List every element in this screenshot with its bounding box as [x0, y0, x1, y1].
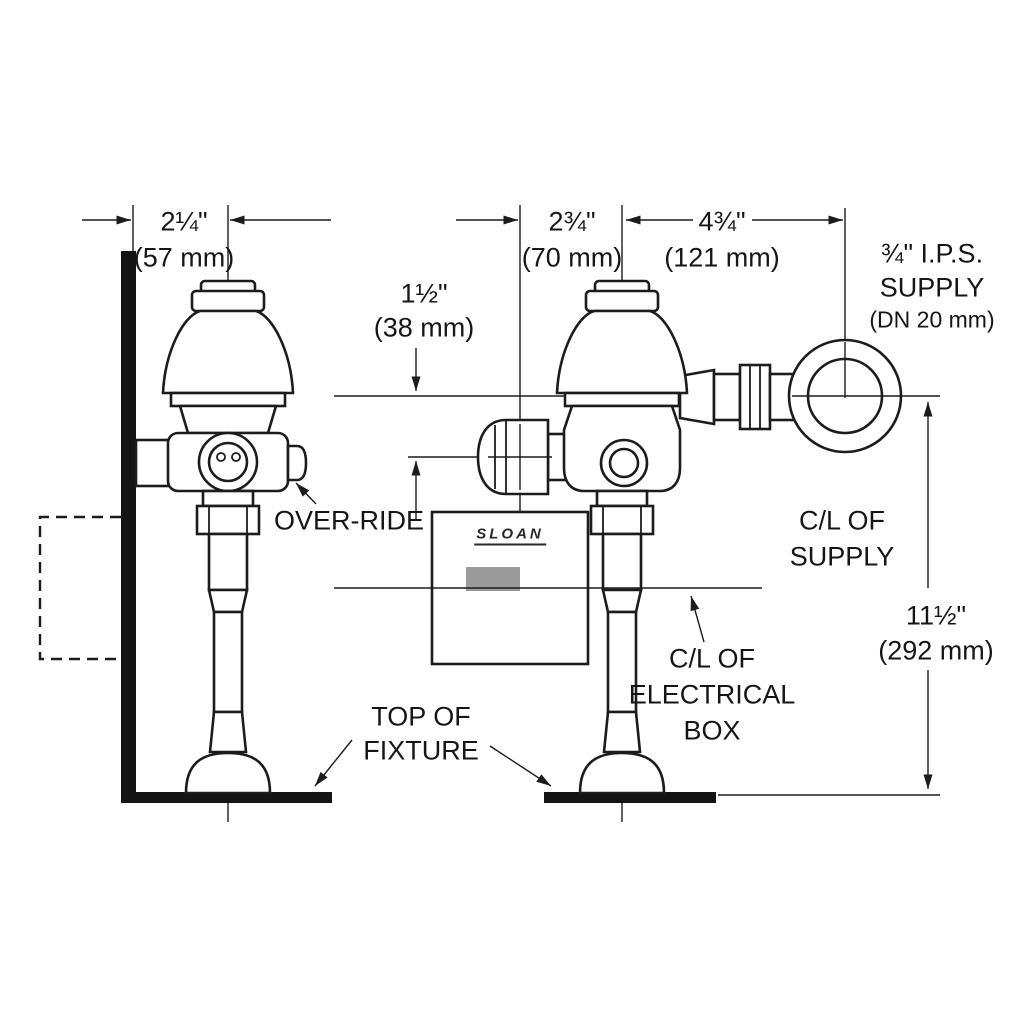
valve-neck	[178, 404, 278, 435]
electrical-box-leader-arrow	[690, 595, 705, 643]
outlet-pipe	[712, 372, 742, 422]
cl-electrical-label-line1: C/L OF	[668, 643, 756, 674]
cl-electrical-label-line3: BOX	[683, 715, 741, 746]
dome-band	[563, 391, 681, 408]
dim-drop-inches: 1½"	[400, 278, 448, 309]
dim-height-mm: (292 mm)	[878, 635, 994, 666]
top-of-fixture-label-line2: FIXTURE	[363, 735, 479, 766]
centerline-overlays	[334, 342, 900, 589]
down-tube-lower	[212, 610, 244, 714]
dim-height-inches: 11½"	[905, 600, 967, 631]
spud-flange	[184, 751, 272, 795]
fixture-leader-arrow-left	[314, 739, 353, 787]
dim-supply-offset-inches: 4¾"	[698, 206, 746, 237]
valve-dome	[555, 309, 689, 395]
fixture-top-right	[544, 792, 716, 803]
stop-cap-inner	[608, 447, 640, 479]
dome-band	[169, 391, 287, 408]
wall-connection	[134, 438, 172, 488]
wall	[121, 251, 136, 802]
valve-face-inner	[207, 441, 249, 483]
down-tube-upper	[207, 532, 249, 592]
valve-cap	[584, 289, 660, 313]
right-valve-front-view	[476, 279, 903, 795]
coupling-nut	[195, 504, 261, 536]
tube-taper	[601, 588, 643, 614]
outlet-nut	[595, 489, 649, 508]
spud-flange	[578, 751, 666, 795]
override-button	[286, 444, 308, 482]
dim-drop-mm: (38 mm)	[373, 312, 475, 343]
valve-face-dot	[231, 452, 241, 462]
override-label: OVER-RIDE	[273, 505, 425, 536]
sensor-window	[466, 567, 520, 591]
fixture-leader-arrow-right	[489, 745, 552, 787]
cl-supply-label-line2: SUPPLY	[789, 541, 895, 572]
dim-sensor-offset-mm: (70 mm)	[521, 242, 623, 273]
valve-cap	[190, 289, 266, 313]
supply-ips-label-line1: ¾" I.P.S.	[880, 238, 984, 269]
valve-dome	[161, 309, 295, 395]
dim-supply-offset-mm: (121 mm)	[664, 242, 780, 273]
fixture-top-left	[121, 792, 332, 803]
valve-face-dot	[216, 452, 226, 462]
tube-flare	[602, 710, 642, 754]
dim-sensor-offset-inches: 2¾"	[548, 206, 596, 237]
dim-wall-offset-mm: (57 mm)	[133, 242, 235, 273]
cl-electrical-label-line2: ELECTRICAL	[628, 679, 796, 710]
tube-taper	[207, 588, 249, 614]
override-leader-arrow	[295, 482, 317, 505]
outlet-hex-coupling	[738, 363, 772, 431]
tube-flare	[208, 710, 248, 754]
down-tube-upper	[601, 532, 643, 592]
top-of-fixture-label-line1: TOP OF	[371, 701, 471, 732]
left-valve-side-view	[134, 279, 308, 795]
cl-supply-label-line1: C/L OF	[798, 505, 886, 536]
sloan-brand-logo: SLOAN	[474, 527, 546, 546]
dim-wall-offset-inches: 2¼"	[160, 206, 208, 237]
supply-ips-label-line2: SUPPLY	[879, 272, 985, 303]
dashed-rough-in-box	[38, 515, 121, 661]
leader-arrows	[295, 482, 705, 787]
coupling-nut	[589, 504, 655, 536]
dimension-lines	[82, 215, 933, 789]
supply-ips-label-line3: (DN 20 mm)	[869, 306, 995, 333]
outlet-nut	[201, 489, 255, 508]
